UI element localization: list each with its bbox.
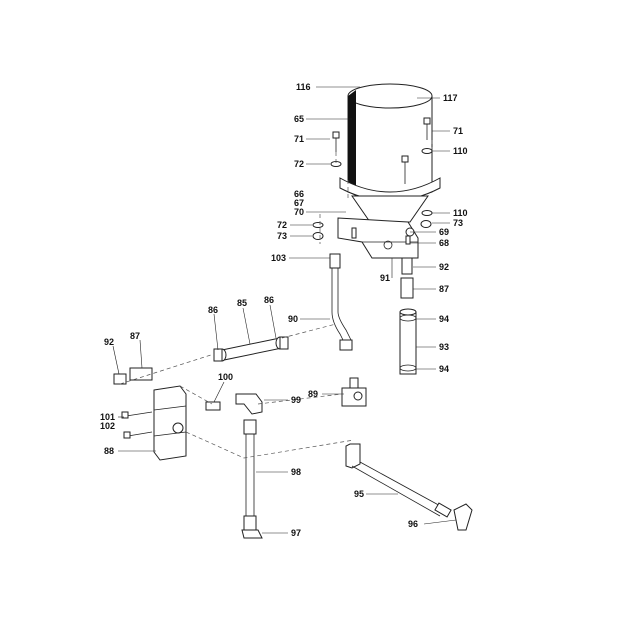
callout-92-left: 92 (104, 337, 114, 347)
callout-labels: 116 117 65 71 71 72 110 66 67 70 110 72 … (100, 82, 468, 538)
callout-102: 102 (100, 421, 115, 431)
callout-92-right: 92 (439, 262, 449, 272)
callout-65: 65 (294, 114, 304, 124)
assembly-lines (119, 140, 433, 459)
hose-85 (213, 336, 289, 362)
callout-70: 70 (294, 207, 304, 217)
callout-110-upper: 110 (453, 146, 468, 156)
callout-68: 68 (439, 238, 449, 248)
nut-73-right (420, 220, 432, 228)
callout-86-right: 86 (264, 295, 274, 305)
callout-66: 66 (294, 189, 304, 199)
callout-96: 96 (408, 519, 418, 529)
callout-103: 103 (271, 253, 286, 263)
callout-85: 85 (237, 298, 247, 308)
callout-86-left: 86 (208, 305, 218, 315)
callout-110-lower: 110 (453, 208, 468, 218)
leader-lines (112, 86, 457, 534)
callout-97: 97 (291, 528, 301, 538)
callout-101: 101 (100, 412, 115, 422)
callout-116: 116 (296, 82, 311, 92)
washer-110-lower (421, 210, 433, 216)
callout-69: 69 (439, 227, 449, 237)
callout-71-right: 71 (453, 126, 463, 136)
tee-89 (341, 377, 367, 407)
nut-73-left (312, 232, 324, 240)
callout-67: 67 (294, 198, 304, 208)
fitting-100 (205, 401, 221, 411)
hose-95 (345, 443, 473, 531)
callout-72-upper: 72 (294, 159, 304, 169)
callout-72-lower: 72 (277, 220, 287, 230)
bolt-71-left (332, 131, 340, 152)
fittings-left (113, 367, 153, 385)
filter-assembly (399, 257, 417, 375)
callout-117: 117 (443, 93, 458, 103)
manifold-block-91 (337, 217, 419, 259)
callout-91: 91 (380, 273, 390, 283)
callout-95: 95 (354, 489, 364, 499)
callout-100: 100 (218, 372, 233, 382)
tank (339, 83, 441, 223)
bolt-center (401, 155, 409, 184)
elbow-99 (235, 393, 263, 415)
callout-87-right: 87 (439, 284, 449, 294)
callout-89: 89 (308, 389, 318, 399)
callout-88: 88 (104, 446, 114, 456)
callout-73-left: 73 (277, 231, 287, 241)
callout-90: 90 (288, 314, 298, 324)
callout-98: 98 (291, 467, 301, 477)
washer-72-lower (312, 222, 324, 228)
bolt-71-right (423, 117, 431, 140)
callout-99: 99 (291, 395, 301, 405)
callout-73-right: 73 (453, 218, 463, 228)
callout-93: 93 (439, 342, 449, 352)
washer-110-upper (421, 148, 433, 154)
block-88 (121, 385, 187, 461)
callout-94-upper: 94 (439, 314, 449, 324)
callout-71-left: 71 (294, 134, 304, 144)
hose-98 (241, 419, 263, 539)
callout-87-left: 87 (130, 331, 140, 341)
hose-90 (329, 253, 353, 351)
callout-94-lower: 94 (439, 364, 449, 374)
